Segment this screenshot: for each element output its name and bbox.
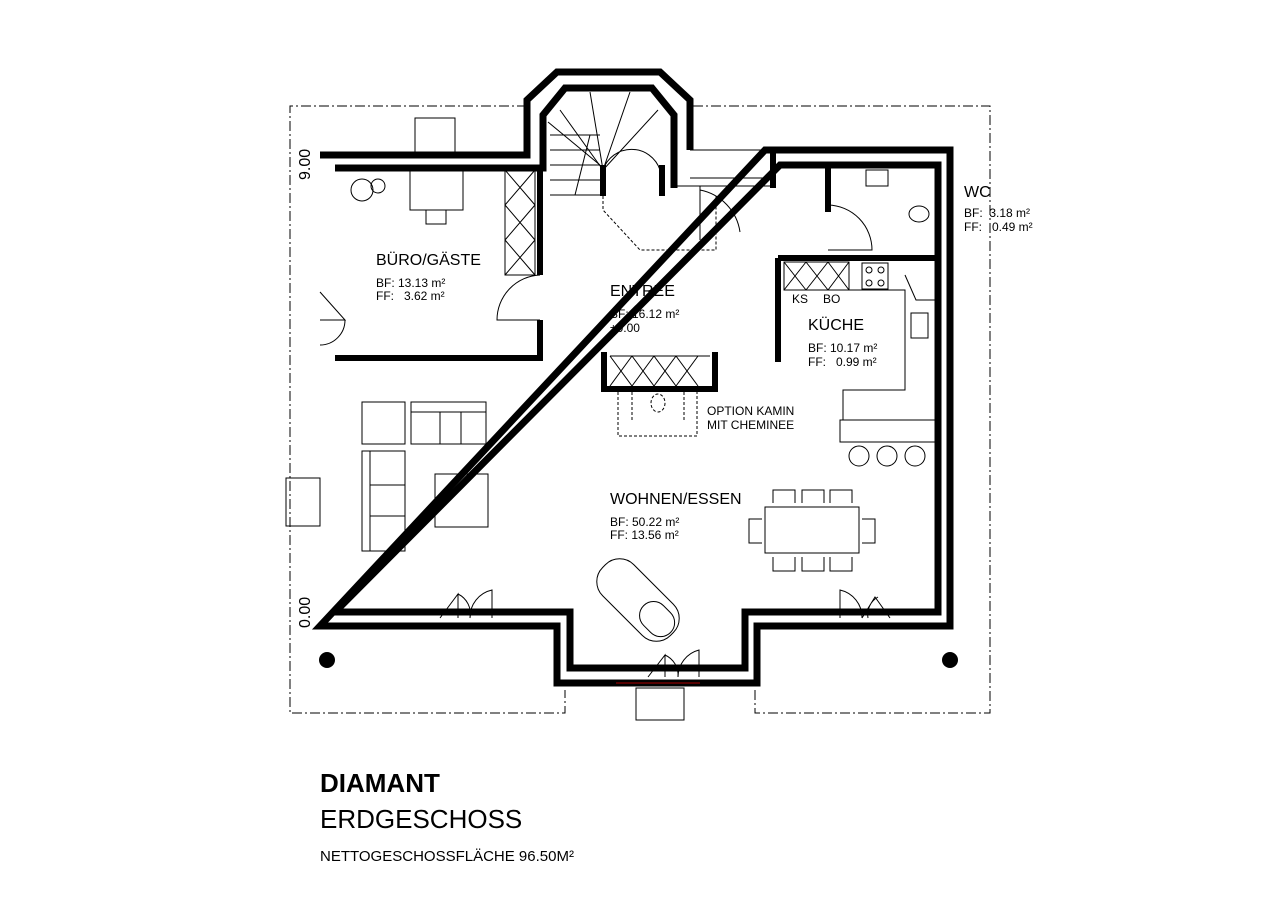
entry-door[interactable] bbox=[699, 186, 741, 240]
fridge-label: KS bbox=[792, 292, 808, 306]
kitchen-wall bbox=[775, 255, 940, 362]
room-name-office: BÜRO/GÄSTE bbox=[376, 251, 481, 269]
staircase bbox=[547, 91, 717, 251]
terrace-door-center[interactable] bbox=[647, 649, 700, 678]
terrace-door-left[interactable] bbox=[439, 589, 493, 619]
side-step bbox=[285, 477, 321, 527]
wc-wall bbox=[770, 152, 831, 212]
office-wall bbox=[335, 168, 543, 361]
living-furniture bbox=[361, 401, 876, 642]
fireplace bbox=[601, 352, 718, 437]
side-door-office[interactable] bbox=[319, 291, 347, 346]
oven-label: BO bbox=[823, 292, 840, 306]
column bbox=[319, 652, 335, 668]
room-ff-office: FF: 3.62 m² bbox=[376, 289, 445, 303]
room-name-kitchen: KÜCHE bbox=[808, 316, 864, 334]
kitchen-furniture bbox=[783, 261, 937, 467]
room-name-entree: ENTREE bbox=[610, 283, 675, 300]
entry-step bbox=[635, 687, 685, 721]
office-door[interactable] bbox=[496, 274, 541, 321]
stair-wall bbox=[600, 165, 665, 196]
inner-wall bbox=[326, 84, 942, 672]
room-name-wc: WC bbox=[964, 184, 991, 201]
room-area-entree: BF: 16.12 m² bbox=[610, 307, 679, 321]
fireplace-note-2: MIT CHEMINEE bbox=[707, 418, 794, 432]
room-area-wc: BF: 3.18 m² bbox=[964, 206, 1030, 220]
wc-door[interactable] bbox=[827, 204, 873, 251]
room-area-kitchen: BF: 10.17 m² bbox=[808, 341, 877, 355]
net-floor-area: NETTOGESCHOSSFLÄCHE 96.50M² bbox=[320, 848, 574, 865]
wc-fixtures bbox=[865, 169, 930, 223]
room-area-office: BF: 13.13 m² bbox=[376, 276, 445, 290]
room-area-living: BF: 50.22 m² bbox=[610, 515, 679, 529]
room-ff-kitchen: FF: 0.99 m² bbox=[808, 355, 877, 369]
entry-glazing bbox=[674, 149, 773, 187]
office-furniture bbox=[350, 117, 536, 276]
column bbox=[942, 652, 958, 668]
terrace-door-right[interactable] bbox=[839, 589, 891, 619]
room-level-entree: ±0.00 bbox=[610, 321, 640, 335]
floor-name: ERDGESCHOSS bbox=[320, 804, 523, 834]
outer-wall bbox=[311, 68, 954, 687]
room-name-living: WOHNEN/ESSEN bbox=[610, 491, 742, 508]
dimension-top: 9.00 bbox=[297, 149, 314, 180]
terrace-outline bbox=[289, 105, 991, 714]
fireplace-note-1: OPTION KAMIN bbox=[707, 404, 794, 418]
plan-title: DIAMANT bbox=[320, 768, 440, 798]
dimension-bottom: 0.00 bbox=[297, 597, 314, 628]
room-ff-wc: FF: 0.49 m² bbox=[964, 220, 1033, 234]
room-ff-living: FF: 13.56 m² bbox=[610, 528, 679, 542]
